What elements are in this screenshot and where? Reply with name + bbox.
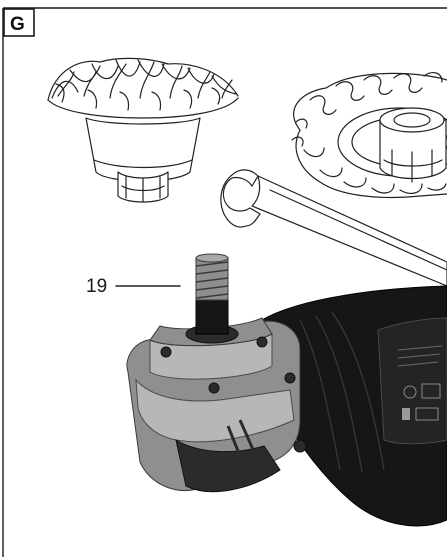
- callout-19: 19: [86, 276, 181, 297]
- cup-brush-icon: [47, 57, 239, 203]
- spindle-icon: [185, 253, 239, 344]
- label-markings: [397, 345, 443, 421]
- figure-frame: [2, 7, 447, 557]
- section-badge: G: [3, 8, 35, 37]
- callout-number: 19: [86, 276, 107, 297]
- spindle-thread: [195, 261, 229, 299]
- screw-head-icon: [284, 372, 296, 384]
- screw-head-icon: [256, 336, 268, 348]
- disc-brush-icon: [291, 72, 447, 199]
- angle-grinder-icon: [126, 285, 447, 527]
- screw-head-icon: [208, 382, 220, 394]
- section-badge-letter: G: [10, 14, 25, 35]
- screw-head-icon: [160, 346, 172, 358]
- screw-head-icon: [293, 439, 307, 453]
- wrench-icon: [220, 169, 447, 287]
